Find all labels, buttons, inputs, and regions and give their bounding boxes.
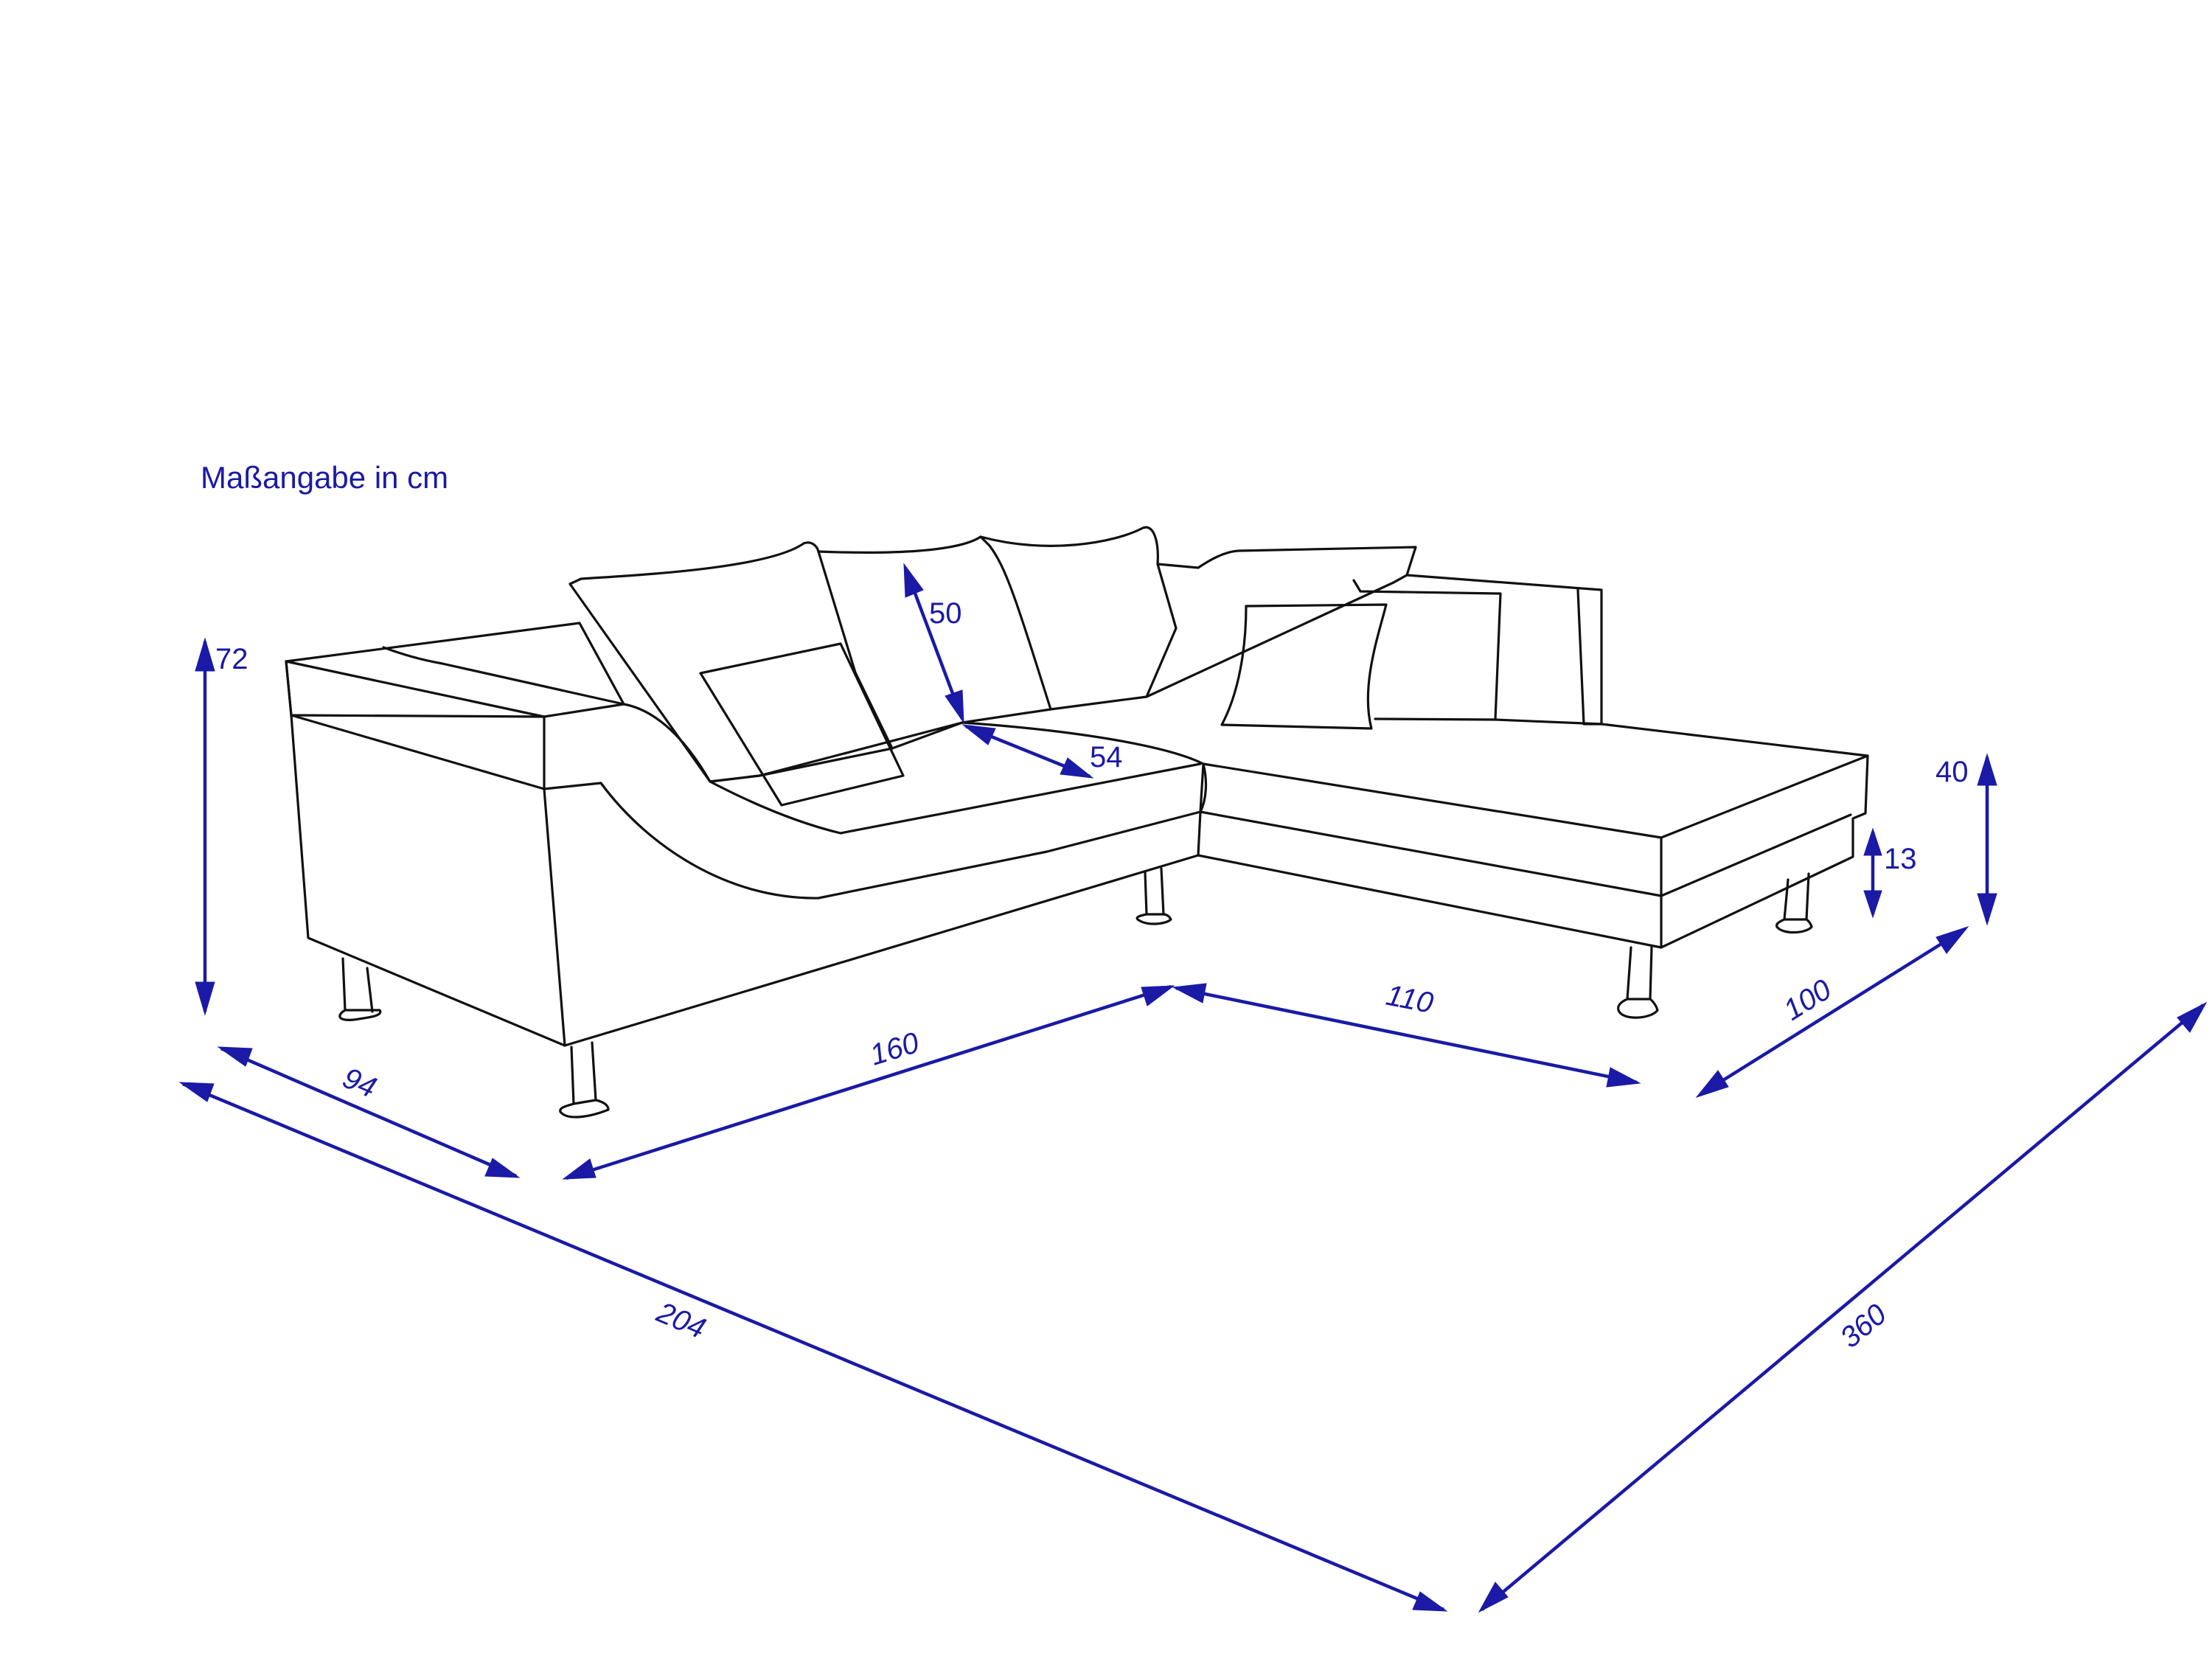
- back-cushion-2: [817, 535, 1052, 750]
- chaise-seat-top: [1202, 718, 1869, 839]
- dimension-lines: [178, 563, 2208, 1613]
- leg-front-left: [338, 957, 382, 1021]
- back-cushion-3: [979, 526, 1178, 711]
- dim-chaise-depth-arrow: [1698, 928, 1966, 1096]
- left-armrest-front: [290, 714, 546, 790]
- label-backrest-height: 50: [929, 597, 962, 630]
- left-armrest-inner-curve: [543, 782, 1202, 900]
- back-cushion-4: [1145, 546, 1417, 698]
- left-seat-front: [563, 762, 1205, 1047]
- left-seat-top: [709, 721, 1208, 813]
- leg-chaise-front: [1617, 946, 1659, 1019]
- label-right-section: 110: [1383, 979, 1436, 1020]
- label-leg-height: 13: [1884, 843, 1917, 875]
- left-armrest-top: [285, 622, 625, 718]
- dim-total-left-side-arrow: [182, 1082, 1444, 1612]
- label-seat-depth: 54: [1090, 741, 1123, 773]
- dim-depth-left-arrow: [220, 1046, 517, 1178]
- unit-note: Maßangabe in cm: [201, 460, 448, 495]
- label-chaise-depth: 100: [1778, 973, 1837, 1027]
- chaise-front: [1199, 810, 1852, 897]
- dim-right-section-arrow: [1175, 986, 1638, 1085]
- pillow-2: [1220, 603, 1388, 730]
- leg-back-center: [1135, 867, 1172, 925]
- leg-front-center: [559, 1041, 610, 1119]
- label-total-left-side: 204: [652, 1295, 711, 1345]
- dim-left-section-arrow: [566, 984, 1172, 1180]
- pillow-4: [1405, 574, 1603, 726]
- pillow-1: [699, 642, 905, 807]
- label-depth-left: 94: [338, 1062, 380, 1105]
- sofa-outline: [285, 526, 1869, 1119]
- leg-chaise-back: [1775, 872, 1813, 934]
- label-seat-height: 40: [1935, 756, 1969, 788]
- label-left-section: 160: [866, 1026, 923, 1072]
- dimension-labels: 72 50 54 40 13 94 160 110 100 204 360: [215, 597, 1969, 1354]
- dim-total-length-arrow: [1481, 1004, 2205, 1611]
- pillow-3: [1352, 579, 1502, 721]
- back-cushion-1: [568, 541, 894, 783]
- label-total-height: 72: [215, 643, 248, 675]
